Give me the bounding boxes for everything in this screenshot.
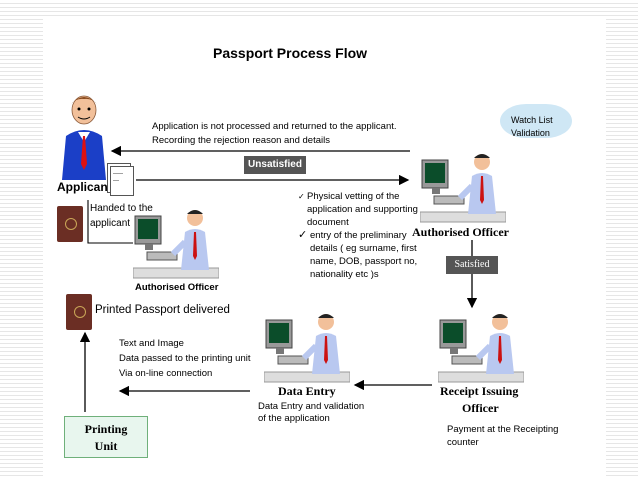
receipt-officer-workstation-icon xyxy=(438,314,524,383)
vetting-item1-line1: Physical vetting of the xyxy=(307,191,400,202)
authorised-officer-right-workstation-icon xyxy=(420,154,506,223)
rejection-line1: Application is not processed and returne… xyxy=(152,121,397,132)
vetting-item2-line1: entry of the preliminary xyxy=(310,230,407,241)
vetting-item2-line3: name, DOB, passport no, xyxy=(310,256,418,267)
vetting-item2-line2: details ( eg surname, first xyxy=(310,243,417,254)
slide-canvas xyxy=(43,16,606,478)
printing-unit-box: Printing Unit xyxy=(64,416,148,458)
receipt-line2: Officer xyxy=(462,401,499,415)
printed-delivered-label: Printed Passport delivered xyxy=(95,304,230,316)
receipt-line1: Receipt Issuing xyxy=(440,384,519,398)
passport-icon xyxy=(57,206,83,242)
data-entry-label: Data Entry xyxy=(278,384,336,398)
vetting-item1-line3: document xyxy=(307,217,349,228)
handed-line2: applicant xyxy=(90,218,131,229)
printing-unit-line1: Printing xyxy=(84,422,128,436)
text-image-line1: Text and Image xyxy=(119,338,184,349)
data-entry-desc2: of the application xyxy=(258,413,330,424)
watch-list-line2: Validation xyxy=(511,128,550,138)
text-image-line2: Data passed to the printing unit xyxy=(119,353,251,364)
check-icon: ✓ xyxy=(298,229,308,241)
check-icon: ✓ xyxy=(298,192,305,201)
rejection-line2: Recording the rejection reason and detai… xyxy=(152,135,330,146)
text-image-line3: Via on-line connection xyxy=(119,368,213,379)
handed-line1: Handed to the xyxy=(90,203,153,214)
handed-line xyxy=(87,200,133,244)
satisfied-badge: Satisfied xyxy=(446,256,498,274)
unsatisfied-badge: Unsatisfied xyxy=(244,156,306,174)
receipt-desc2: counter xyxy=(447,437,479,448)
authorised-officer-workstation-icon xyxy=(133,210,219,279)
document-icon: ----- --- xyxy=(110,166,134,196)
vetting-item1-line2: application and supporting xyxy=(307,204,418,215)
applicant-person-icon xyxy=(62,95,106,180)
data-entry-desc1: Data Entry and validation xyxy=(258,401,365,412)
page-title: Passport Process Flow xyxy=(213,45,368,61)
watch-list-cloud xyxy=(500,104,572,138)
vetting-item2-line4: nationality etc )s xyxy=(310,269,379,280)
printing-unit-line2: Unit xyxy=(94,439,118,453)
printed-passport-icon xyxy=(66,294,92,330)
applicant-label: Applicant xyxy=(57,180,112,194)
data-entry-workstation-icon xyxy=(264,314,350,383)
authorised-officer-1-label: Authorised Officer xyxy=(135,282,219,293)
vetting-list: ✓ Physical vetting of the application an… xyxy=(298,190,423,281)
watch-list-line1: Watch List xyxy=(511,115,553,125)
authorised-officer-2-label: Authorised Officer xyxy=(412,225,509,239)
receipt-desc1: Payment at the Receipting xyxy=(447,424,559,435)
